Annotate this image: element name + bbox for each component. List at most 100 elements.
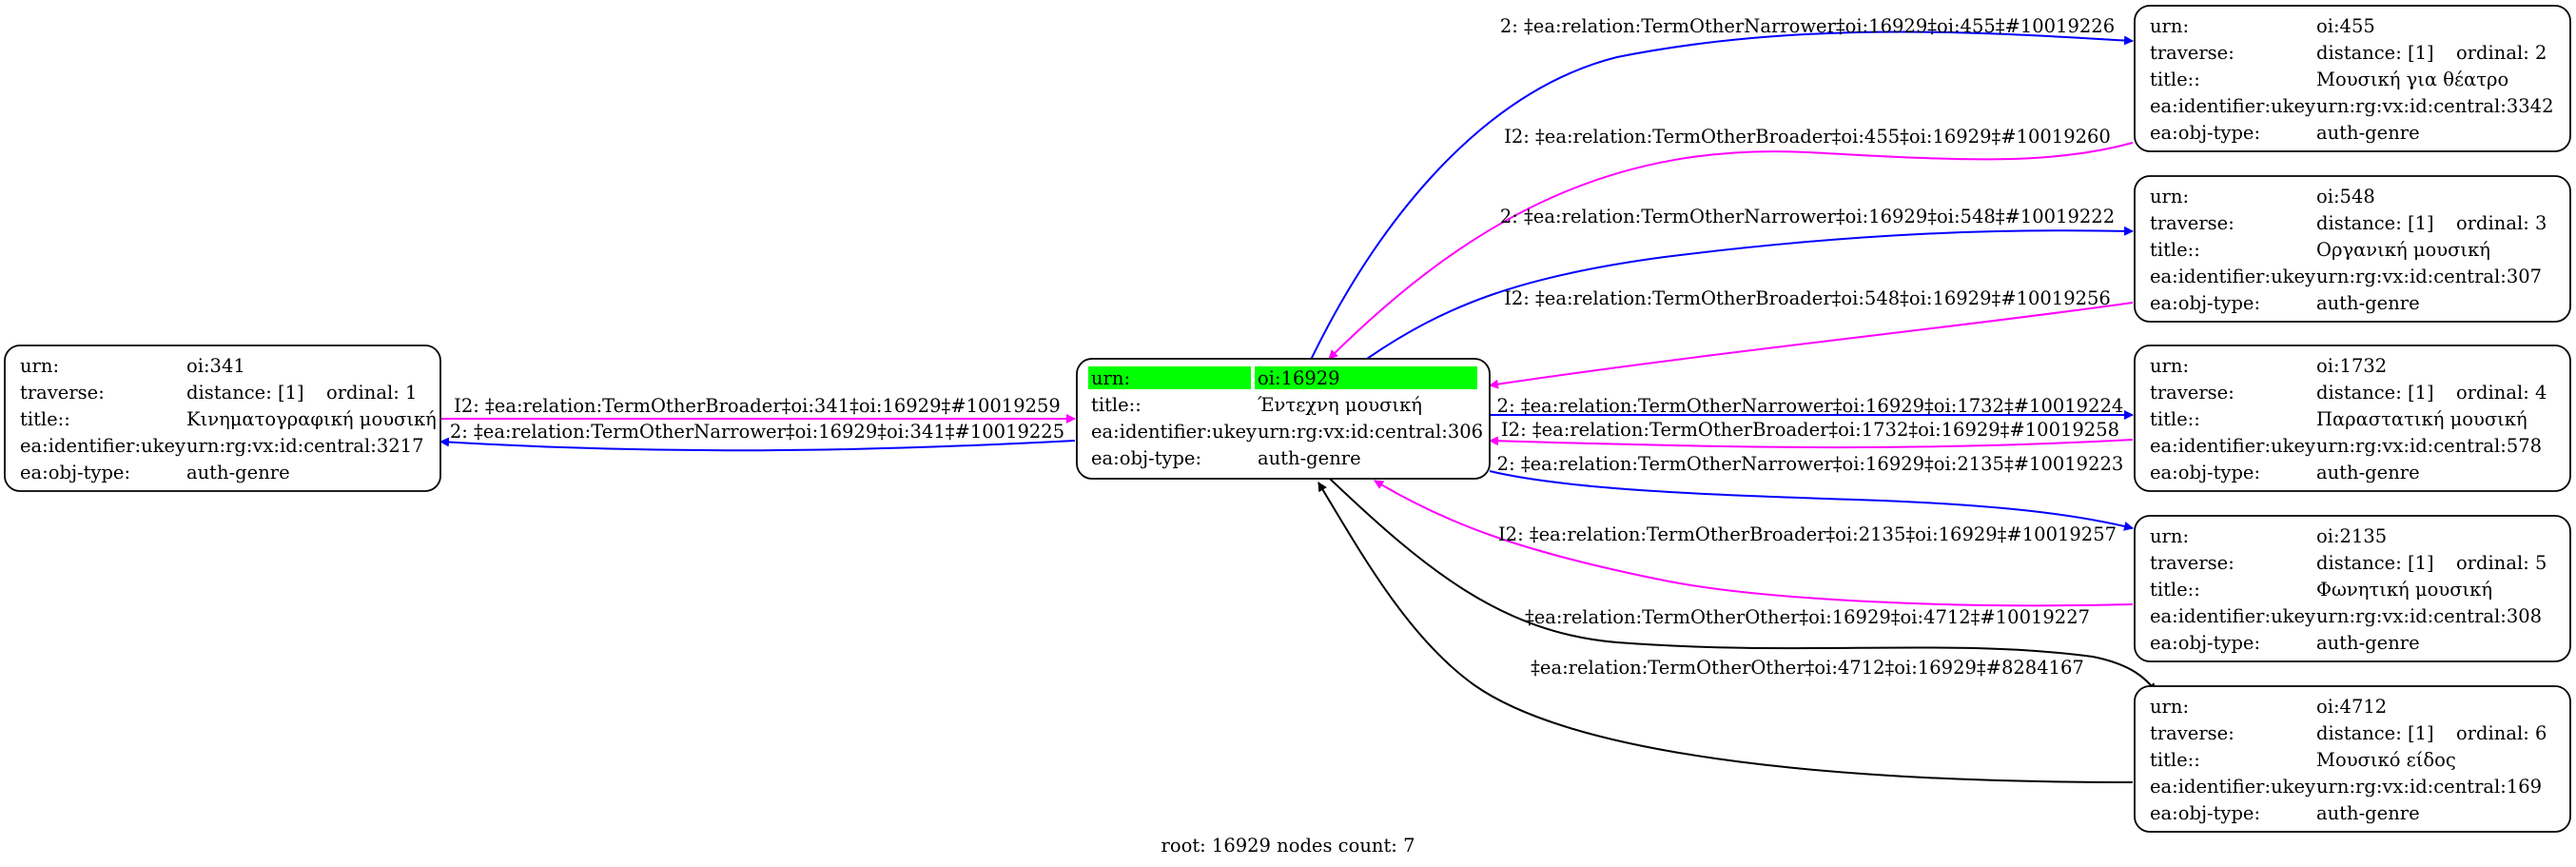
node-frame <box>2134 515 2571 662</box>
field-value-objtype: auth-genre <box>2316 802 2420 824</box>
field-value-urn: oi:455 <box>2316 15 2375 37</box>
field-value-ukey: urn:rg:vx:id:central:306 <box>1258 421 1483 443</box>
field-label-traverse: traverse: <box>2150 382 2234 404</box>
field-value-ukey: urn:rg:vx:id:central:3342 <box>2316 95 2554 117</box>
field-value-ordinal: ordinal: 2 <box>2456 42 2547 64</box>
field-value-distance: distance: [1] <box>2316 42 2434 64</box>
field-label-title: title:: <box>20 408 70 430</box>
field-label-urn: urn: <box>2150 525 2189 547</box>
field-label-urn: urn: <box>2150 186 2189 207</box>
field-value-distance: distance: [1] <box>2316 722 2434 744</box>
field-label-ukey: ea:identifier:ukey <box>2150 605 2315 627</box>
node-oi-341[interactable]: urn: oi:341 traverse: distance: [1] ordi… <box>4 345 441 492</box>
edge-label: I2: ‡ea:relation:TermOtherBroader‡oi:548… <box>1504 287 2111 309</box>
edge-label: I2: ‡ea:relation:TermOtherBroader‡oi:341… <box>454 395 1061 417</box>
field-label-urn: urn: <box>20 355 59 377</box>
edge-broader-548[interactable] <box>1489 302 2134 389</box>
field-value-ukey: urn:rg:vx:id:central:307 <box>2316 266 2542 287</box>
root-highlight-value <box>1255 366 1477 389</box>
node-oi-548[interactable]: urn: oi:548 traverse: distance: [1] ordi… <box>2134 175 2571 323</box>
node-frame <box>2134 685 2571 833</box>
root-node-oi-16929[interactable]: urn: oi:16929 title:: Έντεχνη μουσική ea… <box>1076 358 1491 480</box>
edge-narrower-455[interactable] <box>1310 30 2134 361</box>
field-value-objtype: auth-genre <box>1258 447 1361 469</box>
root-highlight-label <box>1088 366 1251 389</box>
field-label-ukey: ea:identifier:ukey <box>20 435 185 457</box>
field-label-urn: urn: <box>2150 696 2189 718</box>
edge-other-4712-root[interactable] <box>1317 482 2134 783</box>
field-label-urn: urn: <box>2150 355 2189 377</box>
field-label-traverse: traverse: <box>2150 552 2234 574</box>
field-label-objtype: ea:obj-type: <box>2150 632 2260 654</box>
edge-broader-1732[interactable] <box>1489 436 2134 449</box>
edge-broader-455[interactable] <box>1328 142 2134 360</box>
field-value-distance: distance: [1] <box>2316 552 2434 574</box>
node-oi-2135[interactable]: urn: oi:2135 traverse: distance: [1] ord… <box>2134 515 2571 662</box>
field-label-title: title:: <box>2150 579 2200 601</box>
field-value-title: Φωνητική μουσική <box>2316 579 2492 601</box>
field-value-urn: oi:341 <box>186 355 245 377</box>
field-label-ukey: ea:identifier:ukey <box>1091 421 1257 443</box>
field-label-ukey: ea:identifier:ukey <box>2150 435 2315 457</box>
node-frame <box>4 345 441 492</box>
graph-caption: root: 16929 nodes count: 7 <box>1161 835 1415 857</box>
field-value-distance: distance: [1] <box>2316 212 2434 234</box>
field-label-ukey: ea:identifier:ukey <box>2150 95 2315 117</box>
edge-narrower-341[interactable] <box>439 437 1076 452</box>
edge-other-root-4712[interactable] <box>1329 478 2157 693</box>
field-value-title: Μουσική για θέατρο <box>2316 69 2508 90</box>
edge-label: 2: ‡ea:relation:TermOtherNarrower‡oi:169… <box>1497 453 2124 475</box>
field-value-title: Μουσικό είδος <box>2316 749 2456 771</box>
field-label-ukey: ea:identifier:ukey <box>2150 776 2315 798</box>
field-label-objtype: ea:obj-type: <box>2150 802 2260 824</box>
edge-label: I2: ‡ea:relation:TermOtherBroader‡oi:173… <box>1501 419 2119 441</box>
edge-broader-2135[interactable] <box>1374 480 2134 607</box>
field-label-urn: urn: <box>2150 15 2189 37</box>
field-value-ordinal: ordinal: 3 <box>2456 212 2547 234</box>
field-label-objtype: ea:obj-type: <box>2150 292 2260 314</box>
field-label-objtype: ea:obj-type: <box>2150 462 2260 483</box>
edge-label: 2: ‡ea:relation:TermOtherNarrower‡oi:169… <box>1500 206 2115 227</box>
field-label-title: title:: <box>1091 394 1142 416</box>
field-value-ordinal: ordinal: 4 <box>2456 382 2547 404</box>
field-value-urn: oi:16929 <box>1258 367 1340 389</box>
edge-label: 2: ‡ea:relation:TermOtherNarrower‡oi:169… <box>450 421 1064 443</box>
field-label-objtype: ea:obj-type: <box>2150 122 2260 144</box>
field-label-traverse: traverse: <box>20 382 105 404</box>
field-value-objtype: auth-genre <box>186 462 290 483</box>
field-value-objtype: auth-genre <box>2316 292 2420 314</box>
edge-narrower-548[interactable] <box>1366 226 2134 360</box>
field-label-traverse: traverse: <box>2150 722 2234 744</box>
edge-label: 2: ‡ea:relation:TermOtherNarrower‡oi:169… <box>1500 15 2115 37</box>
field-label-objtype: ea:obj-type: <box>1091 447 1201 469</box>
field-label-title: title:: <box>2150 69 2200 90</box>
field-value-ordinal: ordinal: 5 <box>2456 552 2547 574</box>
node-frame <box>2134 5 2571 152</box>
node-oi-455[interactable]: urn: oi:455 traverse: distance: [1] ordi… <box>2134 5 2571 152</box>
field-value-urn: oi:4712 <box>2316 696 2387 718</box>
field-value-distance: distance: [1] <box>2316 382 2434 404</box>
field-value-urn: oi:1732 <box>2316 355 2387 377</box>
node-frame <box>2134 345 2571 492</box>
field-label-traverse: traverse: <box>2150 42 2234 64</box>
field-label-urn: urn: <box>1091 367 1130 389</box>
edge-narrower-2135[interactable] <box>1489 470 2134 531</box>
field-value-distance: distance: [1] <box>186 382 304 404</box>
edge-labels: I2: ‡ea:relation:TermOtherBroader‡oi:341… <box>450 15 2123 679</box>
edge-label: ‡ea:relation:TermOtherOther‡oi:4712‡oi:1… <box>1531 657 2084 679</box>
node-oi-4712[interactable]: urn: oi:4712 traverse: distance: [1] ord… <box>2134 685 2571 833</box>
field-value-objtype: auth-genre <box>2316 122 2420 144</box>
field-value-title: Κινηματογραφική μουσική <box>186 408 437 430</box>
field-value-ukey: urn:rg:vx:id:central:3217 <box>186 435 424 457</box>
edge-label: ‡ea:relation:TermOtherOther‡oi:16929‡oi:… <box>1525 606 2090 628</box>
field-value-title: Οργανική μουσική <box>2316 239 2490 261</box>
node-oi-1732[interactable]: urn: oi:1732 traverse: distance: [1] ord… <box>2134 345 2571 492</box>
field-value-title: Παραστατική μουσική <box>2316 408 2527 430</box>
edge-label: 2: ‡ea:relation:TermOtherNarrower‡oi:169… <box>1497 395 2124 417</box>
field-value-urn: oi:548 <box>2316 186 2375 207</box>
field-label-title: title:: <box>2150 239 2200 261</box>
edge-label: I2: ‡ea:relation:TermOtherBroader‡oi:213… <box>1498 523 2117 545</box>
field-value-ordinal: ordinal: 1 <box>326 382 417 404</box>
field-value-urn: oi:2135 <box>2316 525 2387 547</box>
